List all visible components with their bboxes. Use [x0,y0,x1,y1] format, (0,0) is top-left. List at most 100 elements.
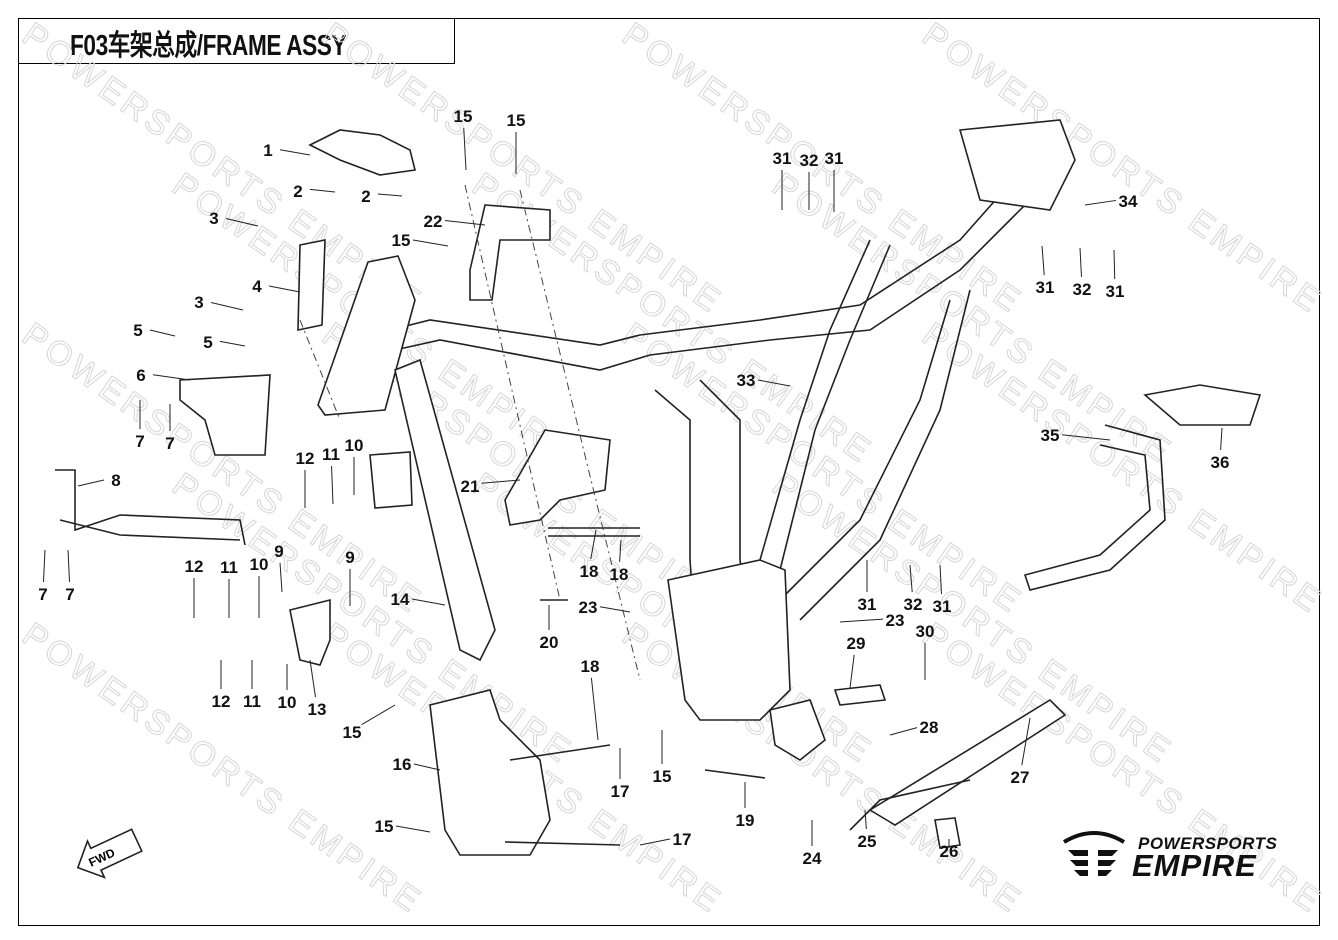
frame-drawing [55,119,1262,856]
callout-part-7: 7 [165,434,174,453]
callout-part-10: 10 [278,693,297,712]
callout-part-5: 5 [203,333,212,352]
callout-leader-line [279,562,283,593]
assembly-line [299,184,641,681]
frame-top-tube [389,149,1061,346]
sidestand-27 [868,698,1067,826]
callout-leader-line [1021,717,1031,766]
callout-leader-line [1113,249,1116,280]
frame-pivot-plate [667,559,791,721]
callout-part-12: 12 [185,557,204,576]
callout-part-28: 28 [920,718,939,737]
callout-part-23: 23 [579,598,598,617]
rear-grab-rail-35 [1023,424,1166,591]
spring-25 [849,779,971,831]
callout-part-12: 12 [296,449,315,468]
bracket-22 [469,204,551,301]
callout-part-7: 7 [38,585,47,604]
callout-leader-line [67,549,71,583]
callout-part-15: 15 [454,107,473,126]
callout-part-14: 14 [391,590,410,609]
bolt-17 [504,744,621,846]
bracket-1 [308,129,416,176]
rear-subframe-plate [958,119,1076,211]
bracket-13 [289,598,331,666]
callout-part-32: 32 [800,151,819,170]
callout-part-18: 18 [610,565,629,584]
callout-leader-line [599,606,631,613]
callout-leader-line [1079,247,1082,278]
callout-part-25: 25 [858,832,877,851]
page-title: F03车架总成/FRAME ASSY [70,30,347,62]
callout-leader-line [849,654,855,689]
callout-part-5: 5 [133,321,142,340]
callout-part-31: 31 [773,149,792,168]
callout-leader-line [152,374,191,381]
frame-top-tube-inner [394,174,1056,371]
callout-part-31: 31 [825,149,844,168]
bracket-21 [504,429,611,526]
callout-leader-line [590,677,599,741]
callout-leader-line [412,239,449,247]
callout-part-1: 1 [263,141,272,160]
callout-leader-line [219,340,246,347]
callout-part-16: 16 [393,755,412,774]
callout-leader-line [413,763,441,771]
callout-part-13: 13 [308,700,327,719]
callout-leader-line [395,825,431,833]
callout-part-31: 31 [1106,282,1125,301]
callout-leader-line [309,188,336,193]
drawing-border [18,18,1320,926]
head-tube [317,255,416,416]
callout-part-15: 15 [653,767,672,786]
guard-16 [429,689,551,856]
callout-leader-line [619,539,622,563]
callout-part-34: 34 [1119,192,1138,211]
callout-part-32: 32 [1073,280,1092,299]
callout-part-15: 15 [375,817,394,836]
bracket-8 [55,469,246,546]
callout-leader-line [42,549,46,583]
callout-leader-line [331,465,334,505]
callout-part-12: 12 [212,692,231,711]
callout-part-18: 18 [580,562,599,581]
engine-mount-10 [369,451,413,509]
bracket-6 [179,374,271,456]
callout-leader-line [268,285,301,293]
callout-leader-line [864,809,867,830]
callout-part-24: 24 [803,849,822,868]
callout-part-11: 11 [243,692,261,711]
callout-part-3: 3 [209,209,218,228]
callout-leader-line [377,193,403,197]
callout-part-2: 2 [361,187,370,206]
plate-36 [1143,384,1262,426]
callout-part-15: 15 [507,111,526,130]
bolt-18 [548,527,640,537]
callout-leader-line [1220,427,1223,451]
callout-part-33: 33 [737,371,756,390]
callout-leader-line [1084,199,1117,206]
callout-leader-line [411,598,446,606]
callout-part-2: 2 [293,182,302,201]
callout-leader-line [149,329,176,337]
callout-part-6: 6 [136,366,145,385]
callout-part-22: 22 [424,212,443,231]
callout-part-17: 17 [611,782,630,801]
wing-logo-icon [1062,831,1126,876]
callout-part-27: 27 [1011,768,1030,787]
callout-leader-line [909,564,913,593]
callout-part-26: 26 [940,842,959,861]
callout-leader-line [361,704,396,726]
callout-leader-line [839,618,884,623]
callout-leader-line [77,479,105,487]
callout-leader-line [463,127,467,171]
bracket-29 [833,684,887,706]
logo-text-top: POWERSPORTS [1138,834,1278,853]
fwd-arrow: FWD [76,828,143,879]
bolt-19 [704,769,766,779]
callout-part-23: 23 [886,611,905,630]
callout-part-19: 19 [736,811,755,830]
callout-part-9: 9 [345,548,354,567]
